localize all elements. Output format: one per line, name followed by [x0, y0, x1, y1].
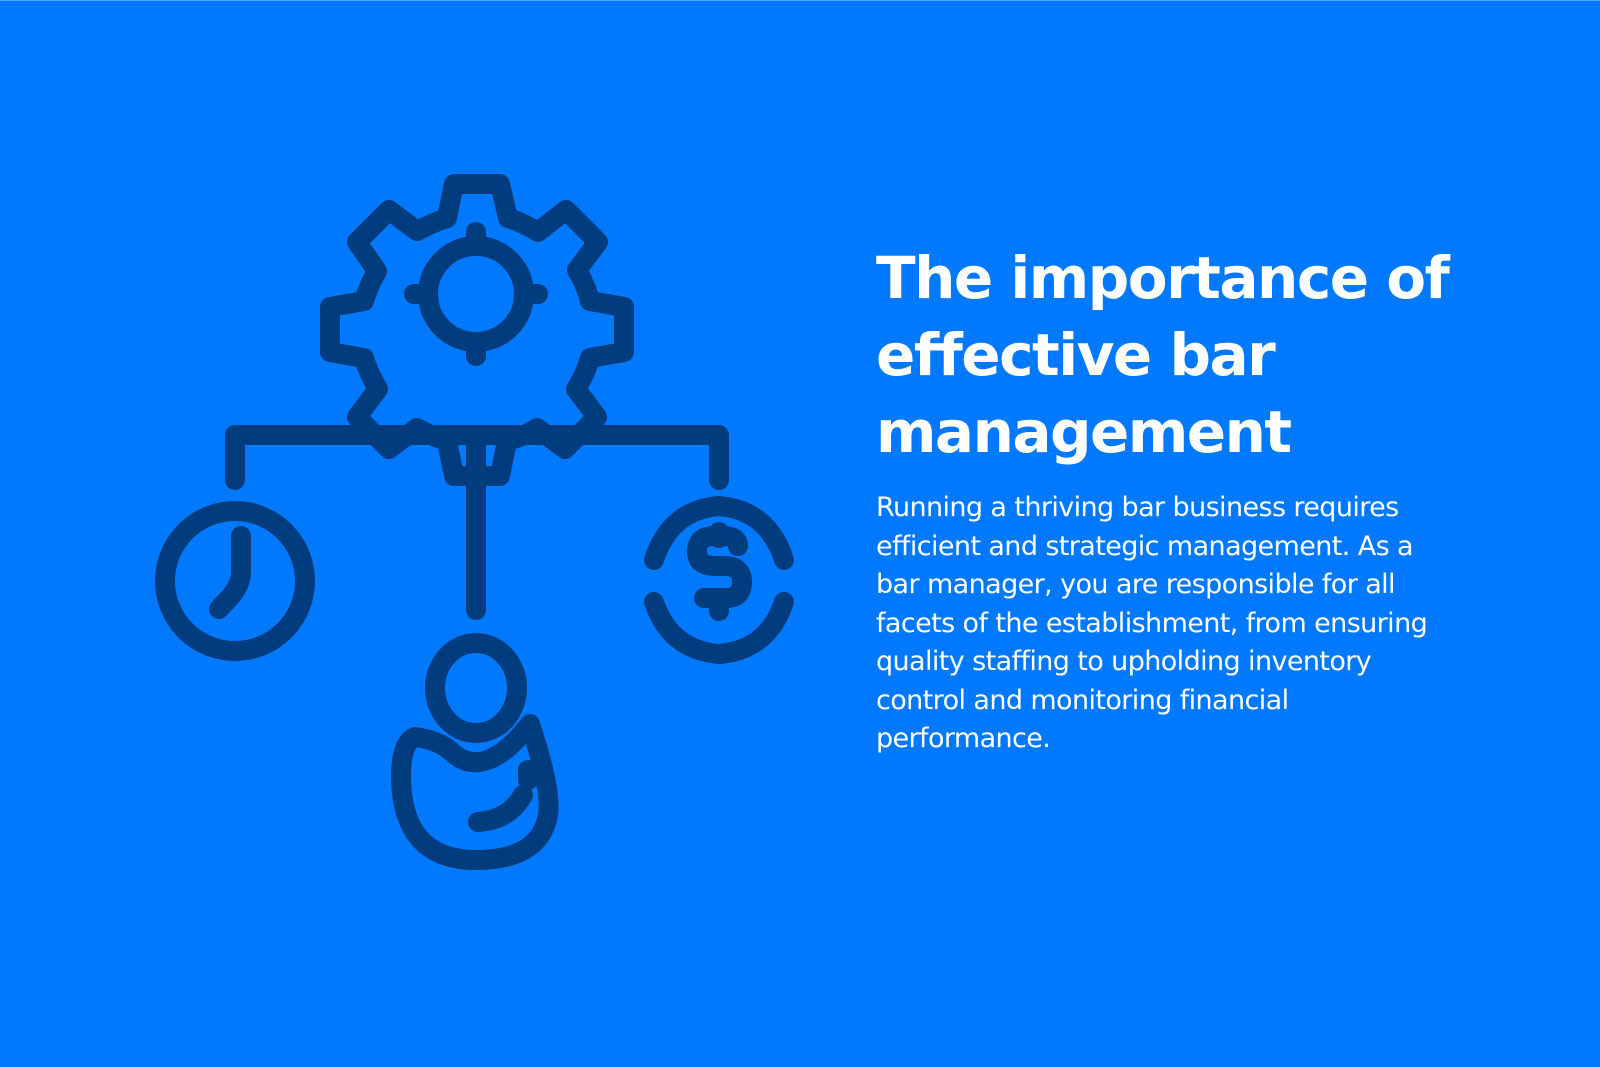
body-line: quality staffing to upholding inventory: [876, 646, 1372, 677]
headline-line: The importance of: [876, 244, 1450, 312]
body-line: control and monitoring financial: [876, 684, 1289, 716]
headline-line: effective bar: [876, 321, 1276, 389]
dollar-icon: [644, 496, 794, 664]
text-block: The importance of effective bar manageme…: [876, 240, 1496, 759]
body-line: efficient and strategic management. As a: [876, 530, 1414, 562]
headline-line: management: [876, 398, 1292, 466]
gear-icon: [320, 174, 634, 486]
clock-icon: [155, 501, 315, 661]
body-paragraph: Running a thriving bar business requires…: [876, 489, 1496, 759]
person-icon: [391, 633, 559, 870]
top-border: [0, 0, 1600, 1]
body-line: performance.: [876, 723, 1051, 754]
body-line: facets of the establishment, from ensuri…: [876, 607, 1428, 639]
body-line: bar manager, you are responsible for all: [876, 569, 1396, 600]
body-line: Running a thriving bar business requires: [876, 492, 1399, 523]
org-chart-connector: [225, 425, 729, 620]
headline: The importance of effective bar manageme…: [876, 240, 1496, 471]
